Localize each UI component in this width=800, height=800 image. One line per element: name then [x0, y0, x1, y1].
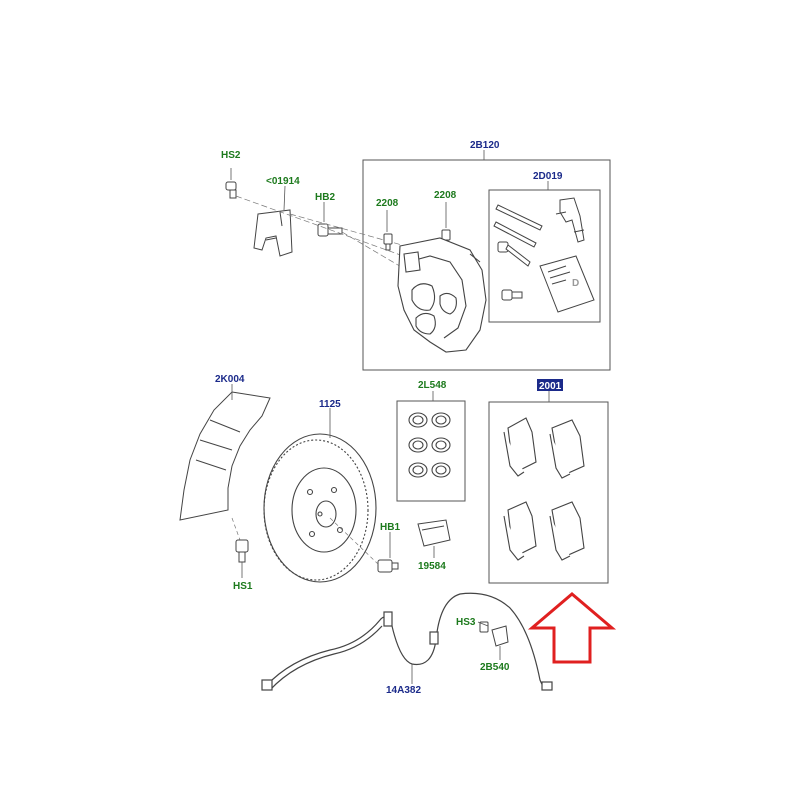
pad-bracket-icon	[253, 209, 293, 257]
label-bolt-hs1[interactable]: HS1	[233, 581, 253, 592]
caliper-icon	[397, 237, 487, 353]
label-hardware-kit[interactable]: 2D019	[533, 171, 563, 182]
caliper-group-box	[362, 159, 611, 371]
label-sensor-cable[interactable]: 14A382	[386, 685, 421, 696]
label-piston-seals[interactable]: 2L548	[418, 380, 447, 391]
label-bolt-hb1[interactable]: HB1	[380, 522, 400, 533]
sensor-bracket-icon	[479, 621, 509, 647]
bleed-screw-icon	[383, 233, 393, 251]
pad-set-box[interactable]	[488, 401, 609, 584]
label-bracket-01914[interactable]: <01914	[266, 176, 300, 187]
label-clip-19584[interactable]: 19584	[418, 561, 446, 572]
hex-bolt-icon	[225, 181, 237, 199]
rotor-icon	[263, 433, 377, 583]
manual-letter: D	[572, 278, 579, 289]
label-bolt-hb2[interactable]: HB2	[315, 192, 335, 203]
label-rotor[interactable]: 1125	[319, 399, 341, 410]
label-bleed-screw-left[interactable]: 2208	[376, 198, 399, 209]
spring-clip-icon	[555, 197, 585, 243]
label-caliper-group[interactable]: 2B120	[470, 140, 500, 151]
cable-icon	[261, 592, 553, 691]
label-pad-set[interactable]: 2001	[539, 381, 562, 392]
label-splash-shield[interactable]: 2K004	[215, 374, 245, 385]
hex-bolt-icon	[317, 223, 343, 237]
hex-bolt-icon	[501, 289, 523, 301]
brake-pad-icon	[503, 417, 585, 561]
pad-set-label-highlight	[537, 379, 563, 391]
guide-pin-icon	[493, 204, 543, 248]
hex-bolt-icon	[497, 241, 531, 267]
anti-rattle-clip-icon	[417, 519, 451, 547]
hex-bolt-icon	[377, 559, 399, 573]
label-bolt-hs3[interactable]: HS3	[456, 617, 476, 628]
hardware-kit-box	[488, 189, 601, 323]
label-sensor-bracket[interactable]: 2B540	[480, 662, 510, 673]
manual-icon	[539, 255, 595, 313]
piston-seals-box	[396, 400, 466, 502]
seal-ring-icon	[408, 412, 451, 478]
label-bolt-hs2[interactable]: HS2	[221, 150, 241, 161]
up-arrow-icon	[527, 592, 617, 664]
shield-icon	[179, 391, 271, 521]
label-bleed-screw-right[interactable]: 2208	[434, 190, 457, 201]
hex-bolt-icon	[235, 539, 249, 563]
